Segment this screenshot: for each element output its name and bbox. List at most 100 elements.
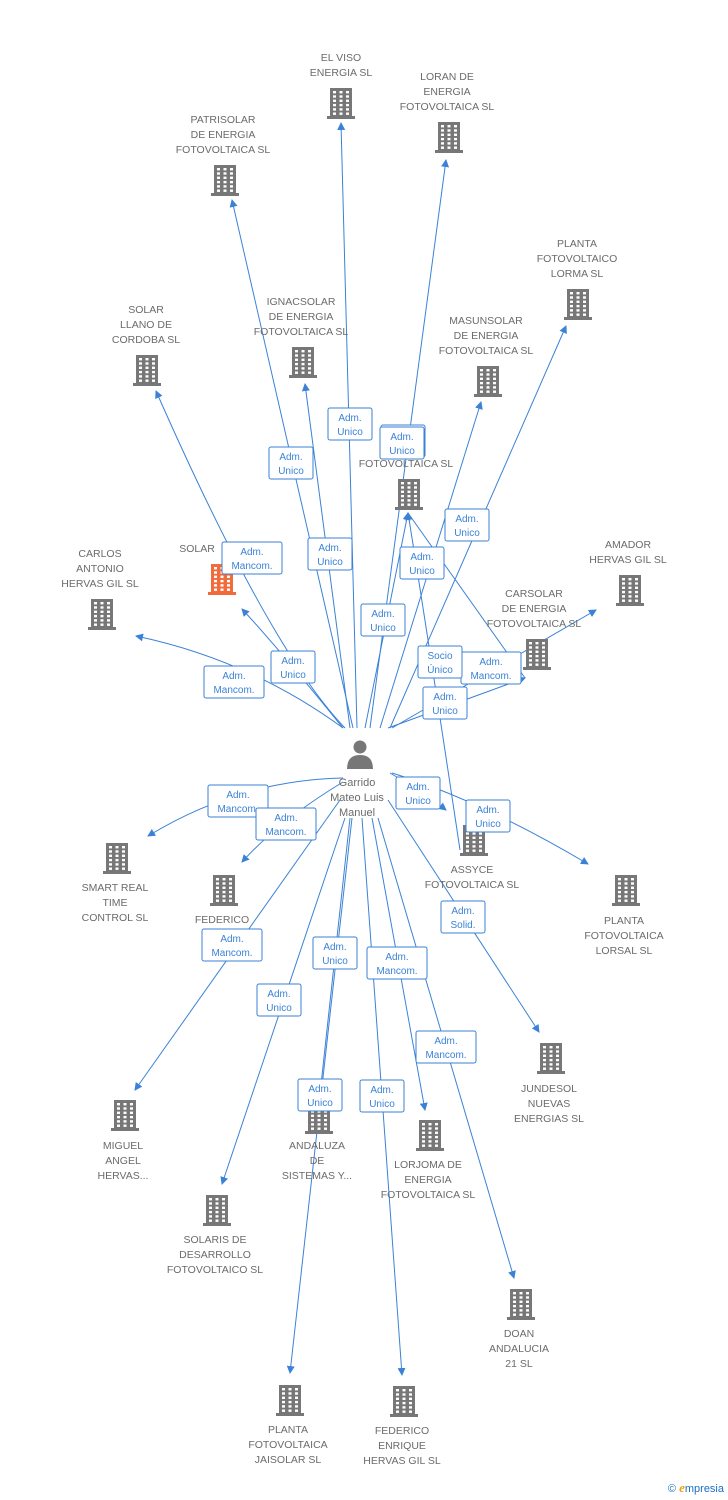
building-window [454, 125, 457, 128]
building-window [529, 646, 532, 649]
building-icon[interactable] [88, 599, 116, 630]
building-window [618, 895, 621, 898]
building-window [493, 386, 496, 389]
person-head [353, 740, 367, 754]
building-window [570, 296, 573, 299]
edge-label-planta-jaisolar[interactable]: Adm.Unico [297, 1078, 343, 1112]
edge-label-smart-real[interactable]: Adm.Mancom. [207, 784, 269, 818]
building-window [428, 1140, 432, 1143]
building-window [549, 1067, 553, 1070]
edge-label-miguel-angel[interactable]: Adm.Mancom. [201, 928, 263, 962]
edge-label-solaris[interactable]: Adm.Unico [256, 983, 302, 1017]
edge-label-andaluza[interactable]: Adm.Unico [312, 936, 358, 970]
building-window [152, 366, 155, 369]
building-icon[interactable] [435, 122, 463, 153]
building-window [230, 180, 233, 184]
building-icon[interactable] [210, 875, 238, 906]
edge-label-lorjoma[interactable]: Adm.Mancom. [366, 946, 428, 980]
edge-label-pxr-energia[interactable]: Adm.Unico [379, 426, 425, 460]
edge-label-planta-lorma[interactable]: Adm.Unico [444, 508, 490, 542]
building-base [289, 375, 317, 378]
building-window [428, 1144, 432, 1147]
building-window [402, 1410, 406, 1413]
edge-label-text: Adm. [308, 1084, 331, 1095]
building-window [583, 309, 586, 312]
building-window [282, 1396, 285, 1399]
building-window [549, 1046, 553, 1049]
building-window [333, 112, 336, 115]
edge-label-pxr-energia[interactable]: Adm.Unico [360, 603, 406, 637]
building-icon[interactable] [537, 1043, 565, 1074]
building-icon[interactable] [289, 347, 317, 378]
edge-label-el-viso[interactable]: Adm.Unico [327, 407, 373, 441]
edge-label-solar-highlight[interactable]: Adm.Unico [270, 650, 316, 684]
building-window [109, 858, 112, 862]
node-label: CARSOLAR [505, 588, 563, 600]
building-icon[interactable] [395, 479, 423, 510]
building-window [435, 1131, 438, 1134]
building-window [628, 586, 632, 589]
edge-label-doan[interactable]: Adm.Mancom. [415, 1030, 477, 1064]
building-icon[interactable] [103, 843, 131, 874]
building-icon[interactable] [564, 289, 592, 320]
building-window [122, 858, 125, 862]
node-label: JUNDESOL [521, 1083, 577, 1095]
edge-label-ignacsolar[interactable]: Adm.Unico [307, 537, 353, 571]
building-icon[interactable] [111, 1100, 139, 1131]
building-icon[interactable] [390, 1386, 418, 1417]
edge-label-masunsolar[interactable]: Adm.Unico [399, 546, 445, 580]
edge-label-text: Adm. [279, 452, 302, 463]
building-icon[interactable] [616, 575, 644, 606]
building-window [123, 1107, 127, 1110]
node-label: PATRISOLAR [191, 114, 256, 126]
building-icon[interactable] [211, 165, 239, 196]
building-window [220, 579, 224, 583]
edge-label-text: Unico [369, 1099, 395, 1110]
building-window [222, 895, 226, 898]
edge-label-box [379, 426, 425, 460]
building-window [209, 1198, 212, 1201]
building-icon[interactable] [612, 875, 640, 906]
brand-logo-initial: e [679, 1480, 685, 1495]
building-window [635, 578, 638, 581]
edge-label-box [366, 946, 428, 980]
building-window [295, 1405, 298, 1408]
building-icon[interactable] [507, 1289, 535, 1320]
building-icon[interactable] [276, 1385, 304, 1416]
building-icon[interactable] [203, 1195, 231, 1226]
building-window [618, 882, 621, 885]
building-window [295, 1396, 298, 1399]
edge-label-text: Unico [405, 796, 431, 807]
edge-label-assyce[interactable]: Adm.Unico [395, 776, 441, 810]
building-icon[interactable] [416, 1120, 444, 1151]
edge-label-box [327, 407, 373, 441]
edge-label-carlos-antonio[interactable]: Adm.Mancom. [203, 665, 265, 699]
building-icon[interactable] [327, 88, 355, 119]
node-label: FOTOVOLTAICA [248, 1439, 327, 1451]
building-base [612, 903, 640, 906]
building-icon[interactable] [133, 355, 161, 386]
edge-label-carsolar[interactable]: Adm.Unico [422, 686, 468, 720]
node-label: FOTOVOLTAICA SL [439, 345, 534, 357]
building-icon[interactable] [474, 366, 502, 397]
edge-label-federico-h[interactable]: Adm.Mancom. [255, 807, 317, 841]
building-icon[interactable] [523, 639, 551, 670]
building-window [466, 840, 469, 844]
building-window [570, 292, 573, 295]
node-label: FOTOVOLTAICA [584, 930, 663, 942]
edge-label-patrisolar[interactable]: Adm.Unico [268, 446, 314, 480]
building-window [115, 867, 119, 870]
building-window [333, 108, 336, 111]
person-icon[interactable] [347, 740, 373, 770]
edge-label-text: Unico [266, 1003, 292, 1014]
building-window [301, 367, 305, 370]
edge-label-planta-lorsal[interactable]: Adm.Unico [465, 799, 511, 833]
building-window [222, 1202, 225, 1205]
edge-label-jundesol[interactable]: Adm.Solid. [440, 900, 486, 934]
building-window [422, 1127, 425, 1130]
edge-label-federico-enrique[interactable]: Adm.Unico [359, 1079, 405, 1113]
building-window [217, 172, 220, 175]
edge-label-solar-llano[interactable]: Adm.Mancom. [221, 541, 283, 575]
edge-label-amador[interactable]: Adm.Mancom. [460, 651, 522, 685]
